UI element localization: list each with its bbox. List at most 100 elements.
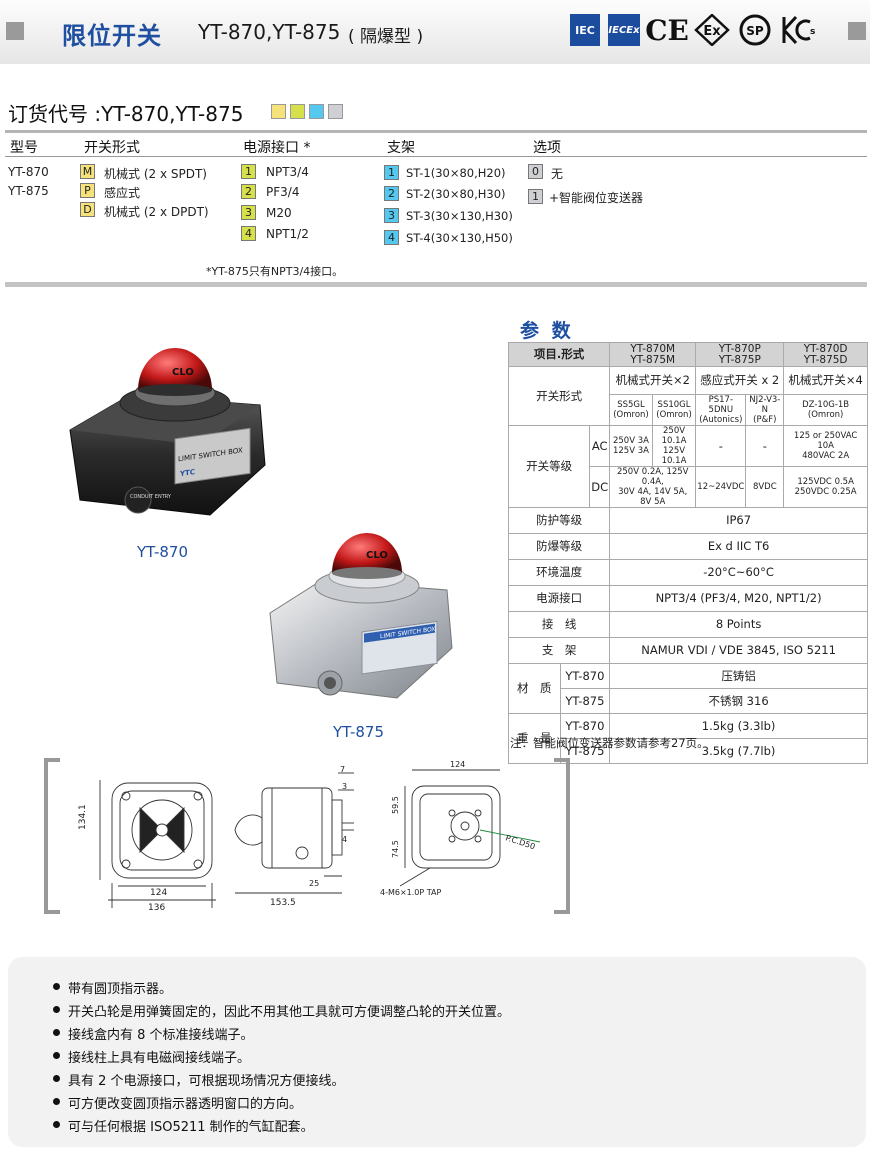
csa-cert-icon: SP: [738, 14, 772, 46]
spec-switch-form-label: 开关形式: [507, 366, 611, 426]
spec-note: 注：智能阀位变送器参数请参考27页。: [510, 736, 709, 750]
switch-label-p: 感应式: [104, 186, 141, 200]
spec-row-value: NAMUR VDI / VDE 3845, ISO 5211: [609, 637, 868, 664]
spec-weight-875-label: YT-875: [559, 738, 611, 764]
spec-switch-form-p: 感应式开关 x 2: [695, 366, 785, 395]
kcs-cert-icon: s: [780, 14, 816, 46]
header-subtitle: ( 隔爆型 ): [348, 27, 424, 47]
option-code-1: 1: [528, 189, 543, 204]
bottom-view-drawing: [399, 769, 541, 887]
dim-side-4: 4: [342, 835, 347, 844]
certification-logos: IEC IECEx CE Ex SP s: [570, 13, 816, 47]
yt870-brand-text: YTC: [179, 467, 195, 478]
option-code-0: 0: [528, 164, 543, 179]
spec-row-label: 环境温度: [507, 559, 611, 586]
yt870-product-image: CLO LIMIT SWITCH BOX YTC CONDUIT ENTRY: [69, 348, 266, 516]
spec-col-item: 项目.形式: [507, 342, 611, 367]
feature-item: 接线盒内有 8 个标准接线端子。: [53, 1024, 254, 1043]
dim-bottom-59: 59.5: [391, 796, 400, 814]
page-title: 限位开关: [62, 22, 162, 50]
dim-side-width: 153.5: [270, 898, 296, 908]
dim-front-outer-width: 136: [148, 903, 165, 913]
spec-material-870-label: YT-870: [559, 663, 611, 689]
order-col-port: 电源接口 *: [243, 140, 311, 156]
option-label-1: +智能阀位变送器: [549, 191, 644, 205]
order-header-divider: [5, 156, 867, 157]
switch-code-d: D: [80, 202, 95, 217]
spec-row-value: -20°C~60°C: [609, 559, 868, 586]
order-code-title: 订货代号 :YT-870,YT-875: [8, 102, 244, 126]
dim-side-3: 3: [342, 782, 347, 791]
yt875-label: YT-875: [333, 723, 384, 741]
spec-row-label: 支 架: [507, 637, 611, 664]
dim-bottom-74: 74.5: [391, 840, 400, 858]
spec-ac-p1: -: [695, 425, 747, 467]
spec-switch-m2: SS10GL(Omron): [651, 394, 697, 426]
spec-weight-870: 1.5kg (3.3lb): [609, 713, 868, 739]
port-label-2: PF3/4: [266, 185, 300, 199]
yt870-dome-label: CLO: [172, 367, 194, 378]
ce-cert-icon: CE: [645, 13, 689, 47]
spec-switch-p1: PS17-5DNU(Autonics): [695, 394, 747, 426]
svg-text:Ex: Ex: [703, 24, 721, 39]
front-view-drawing: [99, 780, 216, 908]
spec-row-label: 接 线: [507, 611, 611, 638]
switch-label-d: 机械式 (2 x DPDT): [104, 205, 209, 219]
spec-switch-d1: DZ-10G-1B(Omron): [783, 394, 868, 426]
model-yt875: YT-875: [8, 184, 49, 198]
bracket-label-1: ST-1(30×80,H20): [406, 166, 506, 180]
dim-bottom-tap: 4-M6×1.0P TAP: [380, 888, 442, 897]
port-label-1: NPT3/4: [266, 165, 309, 179]
spec-row-value: Ex d IIC T6: [609, 533, 868, 560]
spec-row-label: 防护等级: [507, 507, 611, 534]
spec-weight-875: 3.5kg (7.7lb): [609, 738, 868, 764]
feature-item: 开关凸轮是用弹簧固定的，因此不用其他工具就可方便调整凸轮的开关位置。: [52, 1001, 510, 1020]
feature-item: 带有圆顶指示器。: [52, 978, 172, 997]
port-code-1: 1: [241, 164, 256, 179]
feature-item: 可与任何根据 ISO5211 制作的气缸配套。: [53, 1116, 314, 1135]
port-label-3: M20: [266, 206, 292, 220]
spec-ac-p2: -: [745, 425, 785, 467]
spec-switch-form-m: 机械式开关×2: [609, 366, 697, 395]
spec-weight-label: 重 量: [508, 713, 561, 764]
order-section-bottom-rule: [5, 282, 867, 287]
dim-front-inner-width: 124: [150, 888, 167, 898]
bracket-code-3: 3: [384, 208, 399, 223]
model-yt870: YT-870: [8, 165, 49, 179]
yt875-dome-label: CLO: [366, 550, 388, 561]
port-code-3: 3: [241, 205, 256, 220]
spec-row-label: 电源接口: [507, 585, 611, 612]
order-col-bracket: 支架: [387, 140, 415, 156]
feature-item: 可方便改变圆顶指示器透明窗口的方向。: [52, 1093, 302, 1112]
spec-dc-p2: 8VDC: [745, 466, 785, 508]
yt870-label: YT-870: [137, 543, 188, 561]
spec-dc-p1: 12~24VDC: [695, 466, 747, 508]
yt875-product-image: CLO LIMIT SWITCH BOX: [269, 533, 453, 699]
bracket-label-2: ST-2(30×80,H30): [406, 187, 506, 201]
spec-row-value: IP67: [609, 507, 868, 534]
dim-front-height: 134.1: [78, 804, 88, 830]
color-swatch-gray: [328, 104, 343, 119]
dim-side-7: 7: [340, 765, 345, 774]
dim-side-25: 25: [309, 879, 319, 888]
port-code-4: 4: [241, 226, 256, 241]
features-panel: 带有圆顶指示器。 开关凸轮是用弹簧固定的，因此不用其他工具就可方便调整凸轮的开关…: [8, 957, 866, 1147]
order-col-option: 选项: [533, 140, 561, 156]
bracket-code-1: 1: [384, 165, 399, 180]
spec-switch-form-d: 机械式开关×4: [783, 366, 868, 395]
svg-text:SP: SP: [746, 24, 764, 38]
switch-label-m: 机械式 (2 x SPDT): [104, 167, 207, 181]
left-bracket: [44, 758, 60, 914]
spec-row-value: NPT3/4 (PF3/4, M20, NPT1/2): [609, 585, 868, 612]
bracket-code-4: 4: [384, 230, 399, 245]
color-swatch-green: [290, 104, 305, 119]
bracket-label-3: ST-3(30×130,H30): [406, 209, 513, 223]
spec-ac-label: AC: [589, 425, 611, 467]
iecex-cert-icon: IECEx: [608, 14, 640, 46]
order-col-model: 型号: [10, 140, 38, 156]
right-bracket: [554, 758, 570, 914]
